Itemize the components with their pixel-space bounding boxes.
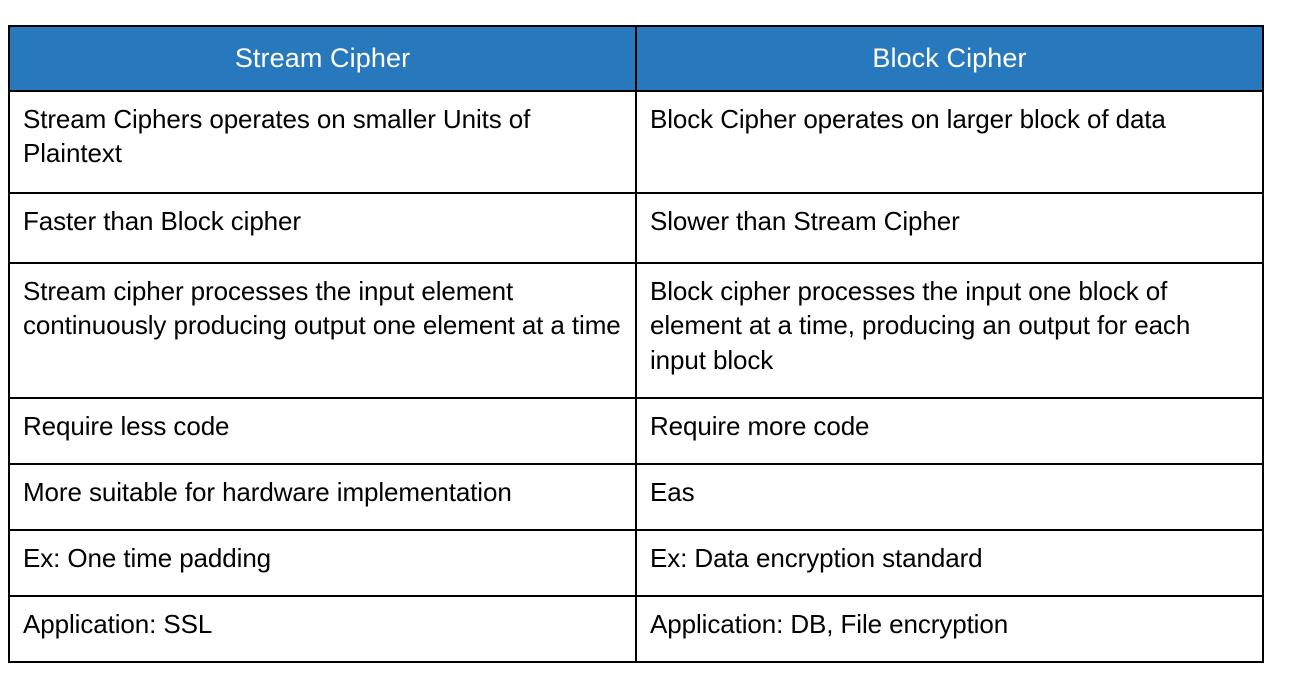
cell-block-cipher: Slower than Stream Cipher xyxy=(635,192,1264,264)
column-header-block-cipher: Block Cipher xyxy=(635,25,1264,92)
column-header-stream-cipher: Stream Cipher xyxy=(8,25,637,92)
header-row: Stream Cipher Block Cipher xyxy=(8,25,1264,92)
table-body: Stream Ciphers operates on smaller Units… xyxy=(8,90,1264,663)
cell-text: More suitable for hardware implementatio… xyxy=(23,477,512,507)
cell-text: Faster than Block cipher xyxy=(23,206,301,236)
cell-text: Require less code xyxy=(23,411,230,441)
cell-text: Application: SSL xyxy=(23,609,213,639)
table-row: More suitable for hardware implementatio… xyxy=(8,463,1264,531)
cell-stream-cipher: Ex: One time padding xyxy=(8,529,637,597)
cell-stream-cipher: Stream Ciphers operates on smaller Units… xyxy=(8,90,637,194)
table-row: Stream cipher processes the input elemen… xyxy=(8,262,1264,399)
cell-text: Eas xyxy=(650,477,695,507)
cell-block-cipher: Require more code xyxy=(635,397,1264,465)
table-row: Faster than Block cipher Slower than Str… xyxy=(8,192,1264,264)
cell-text: Ex: Data encryption standard xyxy=(650,543,983,573)
cell-text: Block Cipher operates on larger block of… xyxy=(650,104,1166,134)
cell-text: Application: DB, File encryption xyxy=(650,609,1009,639)
table-row: Ex: One time padding Ex: Data encryption… xyxy=(8,529,1264,597)
cell-stream-cipher: More suitable for hardware implementatio… xyxy=(8,463,637,531)
cell-text: Slower than Stream Cipher xyxy=(650,206,960,236)
cell-text: Ex: One time padding xyxy=(23,543,272,573)
cell-stream-cipher: Application: SSL xyxy=(8,595,637,663)
table-row: Application: SSL Application: DB, File e… xyxy=(8,595,1264,663)
cell-block-cipher: Ex: Data encryption standard xyxy=(635,529,1264,597)
cell-text: Stream Ciphers operates on smaller Units… xyxy=(23,104,531,169)
cipher-comparison-table: Stream Cipher Block Cipher Stream Cipher… xyxy=(8,25,1264,663)
cell-text: Stream cipher processes the input elemen… xyxy=(23,276,621,341)
cell-stream-cipher: Stream cipher processes the input elemen… xyxy=(8,262,637,399)
cell-text: Block cipher processes the input one blo… xyxy=(650,276,1191,375)
cell-block-cipher: Application: DB, File encryption xyxy=(635,595,1264,663)
cell-stream-cipher: Require less code xyxy=(8,397,637,465)
table-header: Stream Cipher Block Cipher xyxy=(8,25,1264,92)
table-row: Stream Ciphers operates on smaller Units… xyxy=(8,90,1264,194)
cell-stream-cipher: Faster than Block cipher xyxy=(8,192,637,264)
cell-block-cipher: Block Cipher operates on larger block of… xyxy=(635,90,1264,194)
cell-text: Require more code xyxy=(650,411,870,441)
cell-block-cipher: Eas xyxy=(635,463,1264,531)
cell-block-cipher: Block cipher processes the input one blo… xyxy=(635,262,1264,399)
table-row: Require less code Require more code xyxy=(8,397,1264,465)
